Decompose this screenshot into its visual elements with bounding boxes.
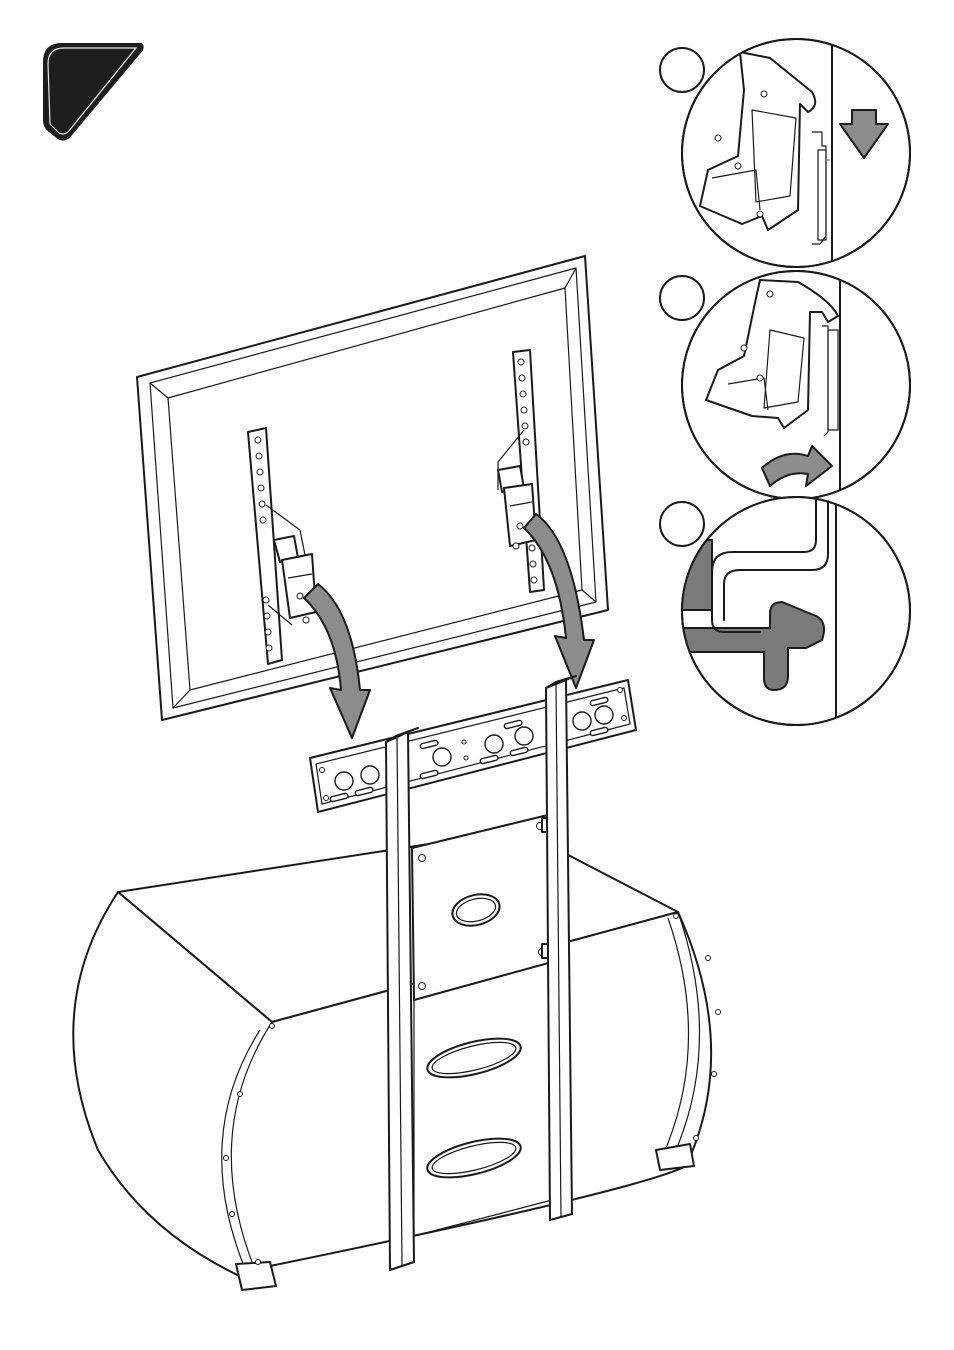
detail-marker-c xyxy=(660,502,704,546)
detail-view-hook-lower xyxy=(660,30,910,280)
step-badge-icon xyxy=(44,44,143,140)
detail-view-hook-engage xyxy=(660,260,910,510)
detail-view-hook-closeup xyxy=(660,495,910,730)
detail-marker-a xyxy=(660,48,704,92)
detail-marker-b xyxy=(660,276,704,320)
